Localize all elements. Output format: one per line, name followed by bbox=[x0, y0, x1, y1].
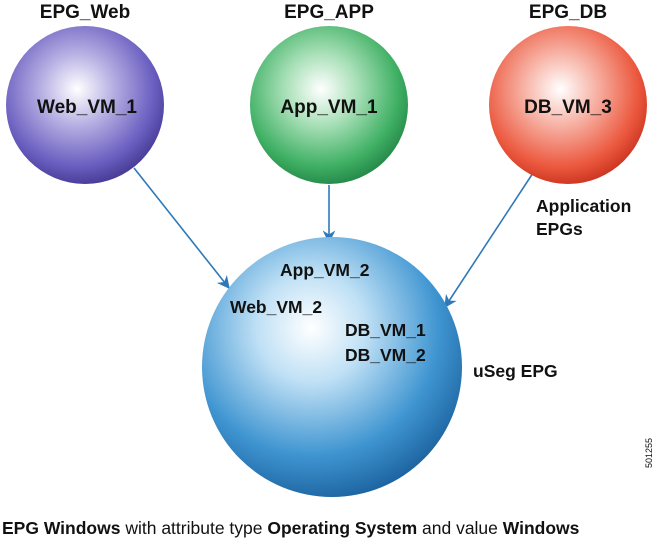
caption-value: Windows bbox=[502, 518, 580, 538]
useg-vm-db-vm-2: DB_VM_2 bbox=[345, 345, 426, 365]
app-vm-1-label: App_VM_1 bbox=[280, 97, 378, 118]
epg-app-circle bbox=[250, 26, 408, 184]
epg-web-title: EPG_Web bbox=[40, 2, 130, 23]
arrow-db-to-useg bbox=[444, 172, 534, 309]
epg-app-title: EPG_APP bbox=[284, 2, 374, 23]
useg-epg-label: uSeg EPG bbox=[473, 361, 558, 381]
figure-id: 501255 bbox=[644, 438, 654, 468]
useg-vm-app-vm-2: App_VM_2 bbox=[280, 260, 370, 280]
application-epgs-label-line1: Application bbox=[536, 196, 631, 216]
useg-vm-db-vm-1: DB_VM_1 bbox=[345, 320, 426, 340]
web-vm-1-label: Web_VM_1 bbox=[37, 97, 137, 118]
caption: EPG Windows with attribute type Operatin… bbox=[0, 518, 660, 539]
epg-db-circle bbox=[489, 26, 647, 184]
arrow-web-to-useg bbox=[133, 167, 230, 290]
caption-epg-name: EPG Windows bbox=[2, 518, 121, 538]
useg-epg-circle bbox=[202, 237, 462, 497]
application-epgs-label-line2: EPGs bbox=[536, 219, 583, 239]
useg-vm-web-vm-2: Web_VM_2 bbox=[230, 297, 322, 317]
caption-attribute-type: Operating System bbox=[267, 518, 418, 538]
caption-text-1: with attribute type bbox=[120, 518, 268, 538]
caption-text-2: and value bbox=[417, 518, 503, 538]
db-vm-3-label: DB_VM_3 bbox=[524, 97, 612, 118]
epg-web-circle bbox=[6, 26, 164, 184]
epg-db-title: EPG_DB bbox=[529, 2, 607, 23]
